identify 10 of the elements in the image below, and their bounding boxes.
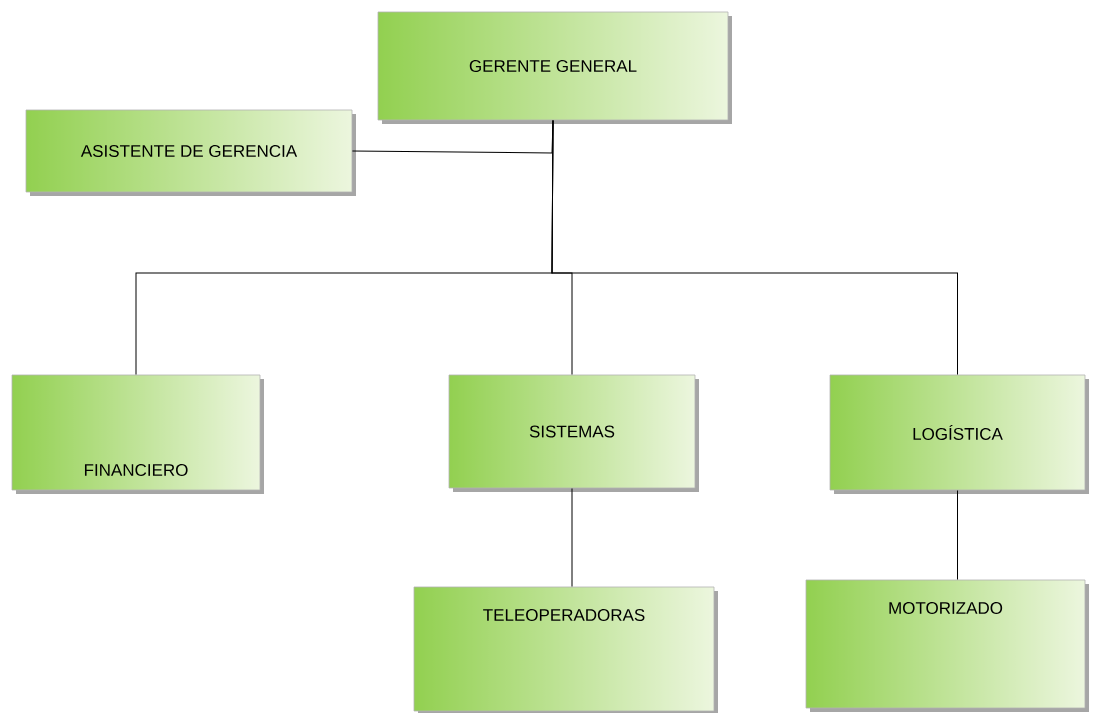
- org-box: MOTORIZADO: [805, 579, 1089, 712]
- org-box: TELEOPERADORAS: [413, 586, 718, 713]
- connector-line: [571, 487, 573, 588]
- connector-line: [551, 119, 958, 376]
- connector-line: [957, 489, 958, 581]
- org-box: GERENTE GENERAL: [377, 11, 732, 124]
- org-box: FINANCIERO: [11, 374, 264, 494]
- org-box: SISTEMAS: [448, 374, 699, 492]
- org-box: ASISTENTE DE GERENCIA: [25, 109, 356, 196]
- org-box: LOGÍSTICA: [829, 374, 1089, 494]
